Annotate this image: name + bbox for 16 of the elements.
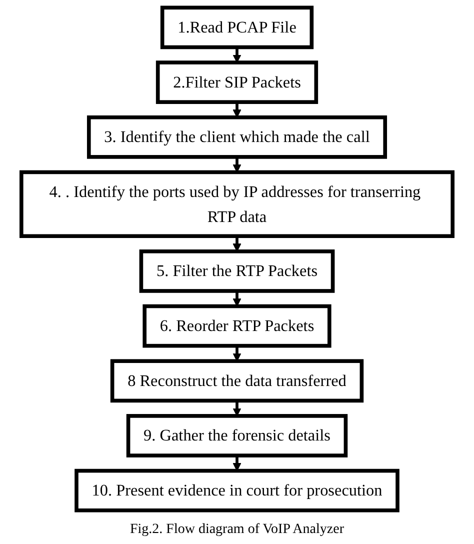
node-box: 5. Filter the RTP Packets (139, 249, 335, 293)
node-box: 2.Filter SIP Packets (156, 60, 318, 104)
arrow (232, 346, 242, 362)
node-box: 10. Present evidence in court for prosecution (74, 468, 400, 512)
node-box: 6. Reorder RTP Packets (142, 304, 332, 348)
node-box: 9. Gather the forensic details (126, 414, 348, 458)
arrow (232, 455, 242, 472)
arrow (232, 47, 242, 63)
node-box: 1.Read PCAP File (160, 6, 314, 50)
node-box: 4. . Identify the ports used by IP addresses for transerring RTP data (20, 170, 454, 238)
arrow (232, 102, 242, 118)
node-box: 3. Identify the client which made the call (86, 115, 388, 159)
node-box: 8 Reconstruct the data transferred (110, 359, 364, 403)
arrow (232, 236, 242, 252)
arrow (232, 400, 242, 416)
figure-caption: Fig.2. Flow diagram of VoIP Analyzer (130, 521, 344, 539)
